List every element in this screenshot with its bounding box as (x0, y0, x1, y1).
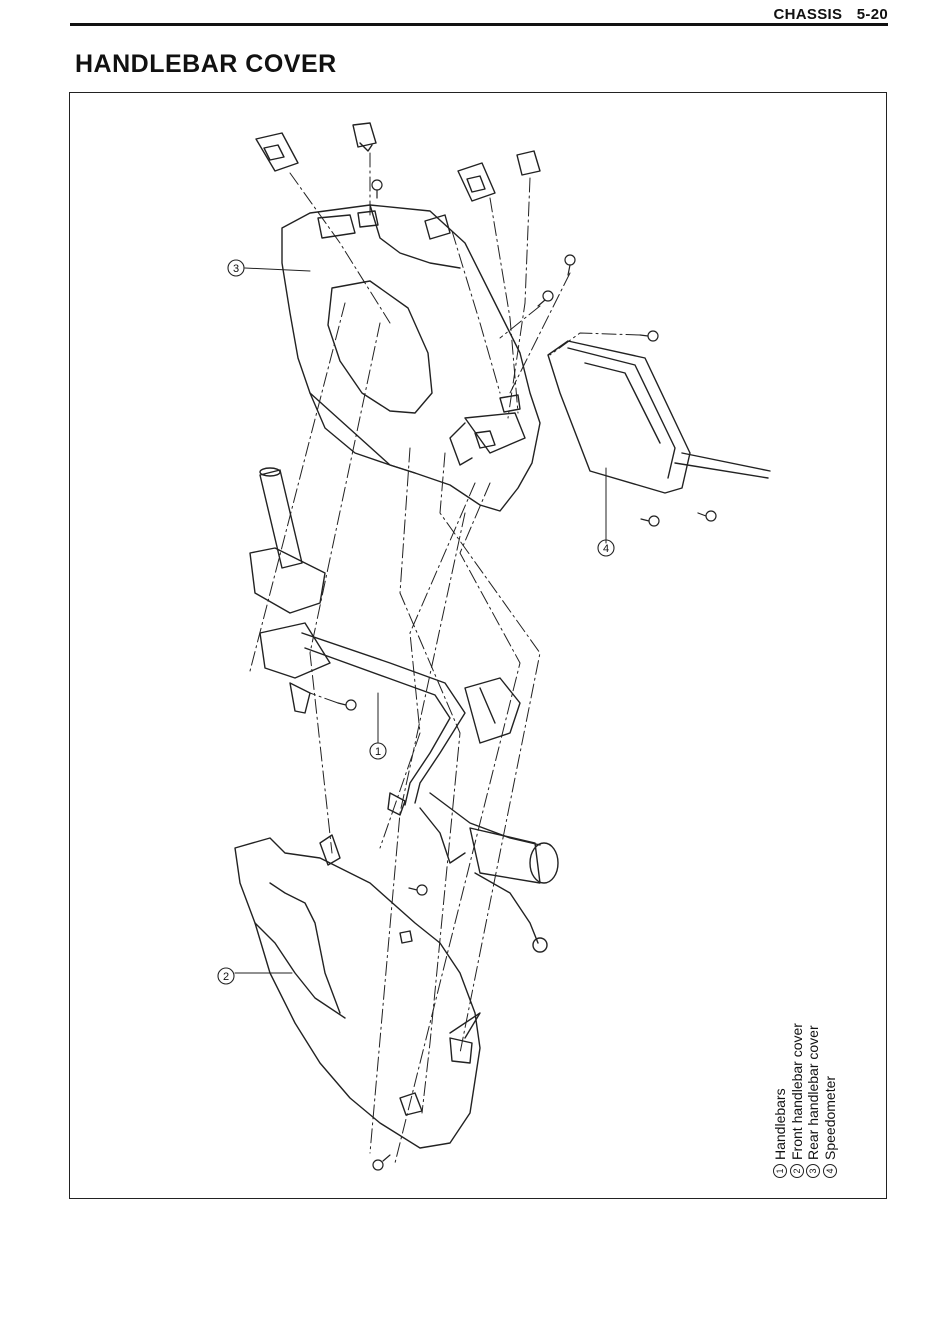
callout-4: 4 (603, 543, 609, 555)
legend-number: 4 (823, 1164, 837, 1178)
exploded-view-figure: 3 1 4 2 (69, 92, 887, 1199)
parts-legend: 1 Handlebars 2 Front handlebar cover 3 R… (772, 1023, 838, 1178)
callout-3: 3 (233, 263, 239, 275)
header-rule (70, 23, 888, 26)
page-title: HANDLEBAR COVER (75, 50, 337, 79)
legend-item: 3 Rear handlebar cover (805, 1023, 822, 1178)
legend-number: 2 (790, 1164, 804, 1178)
cover-switch-slots (318, 211, 378, 238)
legend-item: 2 Front handlebar cover (789, 1023, 806, 1178)
callout-1: 1 (375, 746, 381, 758)
legend-label: Front handlebar cover (789, 1023, 806, 1160)
handlebars (250, 468, 558, 952)
front-handlebar-cover (235, 835, 480, 1148)
legend-item: 4 Speedometer (822, 1023, 839, 1178)
page-number: 5-20 (857, 6, 888, 23)
legend-number: 1 (773, 1164, 787, 1178)
rear-handlebar-cover (282, 205, 540, 511)
section-name: CHASSIS (774, 6, 843, 23)
legend-label: Speedometer (822, 1076, 839, 1160)
switch-parts (256, 123, 540, 239)
callout-2: 2 (223, 971, 229, 983)
assembly-leader-lines (250, 153, 640, 1163)
running-head: CHASSIS 5-20 (774, 6, 888, 23)
legend-label: Handlebars (772, 1088, 789, 1160)
screws (338, 180, 716, 1170)
legend-label: Rear handlebar cover (805, 1025, 822, 1160)
callout-leaders (235, 268, 606, 973)
speedometer (548, 341, 770, 493)
legend-number: 3 (806, 1164, 820, 1178)
legend-item: 1 Handlebars (772, 1023, 789, 1178)
exploded-diagram: 3 1 4 2 (70, 93, 888, 1200)
